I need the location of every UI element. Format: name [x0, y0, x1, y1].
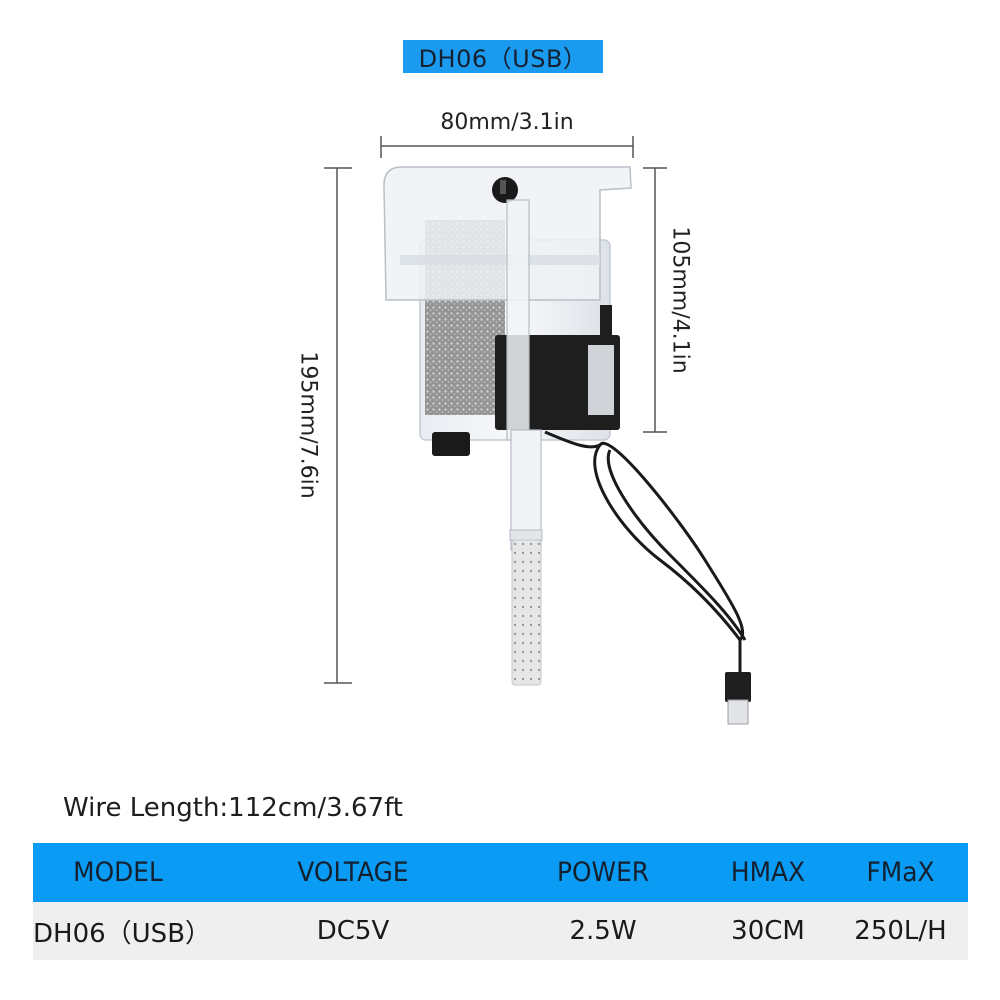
cell-voltage: DC5V — [316, 916, 390, 946]
cell-fmax: 250L/H — [854, 916, 947, 946]
cell-model: DH06（USB） — [33, 918, 212, 949]
model-title-badge: DH06（USB） — [403, 40, 603, 73]
header-power: POWER — [556, 857, 650, 888]
header-voltage: VOLTAGE — [297, 857, 409, 888]
usb-plug — [725, 672, 751, 725]
cell-power: 2.5W — [569, 916, 637, 946]
spec-table: MODEL VOLTAGE POWER HMAX FMaX DH06（USB） … — [33, 843, 968, 960]
usb-cable — [544, 430, 747, 680]
table-row: DH06（USB） DC5V 2.5W 30CM 250L/H — [33, 902, 968, 960]
spec-table-header: MODEL VOLTAGE POWER HMAX FMaX — [33, 843, 968, 902]
cell-hmax: 30CM — [731, 916, 805, 946]
product-illustration — [324, 136, 751, 725]
header-fmax: FMaX — [866, 857, 935, 888]
width-dimension-label: 80mm/3.1in — [440, 110, 574, 135]
intake-tube — [506, 199, 543, 686]
wire-length-text: Wire Length:112cm/3.67ft — [63, 793, 403, 823]
dimension-lines — [324, 136, 667, 684]
header-model: MODEL — [73, 857, 163, 888]
header-hmax: HMAX — [730, 857, 806, 888]
